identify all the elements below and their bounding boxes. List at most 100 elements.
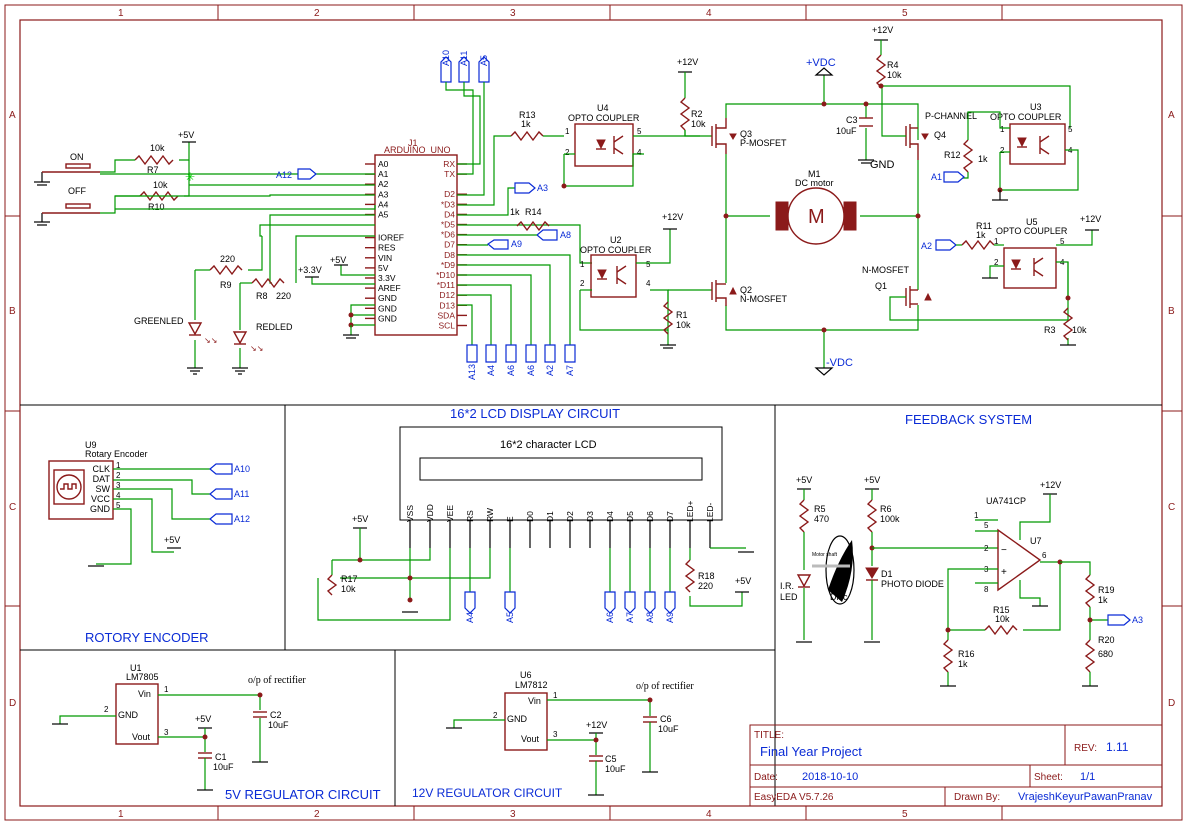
r11-value: 1k xyxy=(976,230,986,240)
net-a9-top: A9 xyxy=(486,239,522,250)
svg-text:U5: U5 xyxy=(1026,217,1038,227)
net-label-a12-top: A12 xyxy=(276,168,317,180)
svg-text:Vin: Vin xyxy=(528,696,541,706)
reg5-section-title: 5V REGULATOR CIRCUIT xyxy=(225,787,381,802)
junction xyxy=(561,183,567,189)
row-label: D xyxy=(1168,698,1175,709)
col-label: 1 xyxy=(118,809,124,820)
svg-text:680: 680 xyxy=(1098,649,1113,659)
r2-resistor xyxy=(679,97,691,131)
svg-text:4: 4 xyxy=(646,279,651,288)
svg-text:Q2: Q2 xyxy=(740,285,752,295)
svg-text:R20: R20 xyxy=(1098,635,1115,645)
svg-text:P-CHANNEL: P-CHANNEL xyxy=(925,111,977,121)
r14-ref: R14 xyxy=(525,207,542,217)
arduino-power-wires: +5V +3.3V xyxy=(298,255,375,339)
junction xyxy=(821,101,827,107)
net-labels-top: A10 A11 A5 xyxy=(440,50,490,83)
svg-text:U1: U1 xyxy=(130,663,142,673)
c3-capacitor: C3 10uF GND xyxy=(836,115,895,171)
gnd-symbols-left xyxy=(187,367,248,375)
arduino-pin-label: D7 xyxy=(444,240,455,250)
on-button: ON xyxy=(34,152,100,186)
r2-value: 10k xyxy=(691,119,706,129)
arduino-pin-label: D13 xyxy=(439,300,455,310)
plus5v-label: +5V xyxy=(178,130,194,140)
net-a3-top: A3 xyxy=(514,182,548,194)
svg-text:A8: A8 xyxy=(560,230,571,240)
r9-value: 220 xyxy=(220,254,235,264)
svg-text:M: M xyxy=(808,206,825,228)
junction xyxy=(407,597,413,603)
svg-text:2: 2 xyxy=(984,544,989,553)
arduino-pin-label: A1 xyxy=(378,169,389,179)
r1-ref: R1 xyxy=(676,310,688,320)
lcd-pin-label: D5 xyxy=(625,511,635,522)
lcd-pin-label: RS xyxy=(465,510,475,522)
lcd-pin-label: VEE xyxy=(445,505,455,522)
col-label: 3 xyxy=(510,8,516,19)
r7-ref: R7 xyxy=(147,165,159,175)
arduino-pin-label: A5 xyxy=(378,210,389,220)
arduino-pin-label: D2 xyxy=(444,189,455,199)
svg-text:8: 8 xyxy=(984,585,989,594)
button-wires xyxy=(100,141,376,284)
svg-text:10uF: 10uF xyxy=(605,764,626,774)
sheet-value: 1/1 xyxy=(1080,771,1095,783)
svg-text:Q1: Q1 xyxy=(875,281,887,291)
r7-value: 10k xyxy=(150,143,165,153)
r18-value: 220 xyxy=(698,581,713,591)
r13-ref: R13 xyxy=(519,110,536,120)
net-labels-bottom: A13 A4 A6 A6 A2 A7 xyxy=(466,344,576,380)
red-led: ↘↘ REDLED xyxy=(232,322,293,353)
svg-text:N-MOSFET: N-MOSFET xyxy=(862,265,909,275)
r17-pot xyxy=(326,574,338,596)
u2-opto: U2 OPTO COUPLER 12 54 xyxy=(580,235,652,298)
svg-text:1k: 1k xyxy=(958,659,968,669)
junction xyxy=(407,575,413,581)
rev-label: REV: xyxy=(1074,743,1097,754)
lcd-5v: +5V xyxy=(352,514,368,524)
lcd-pin-label: D0 xyxy=(525,511,535,522)
u2-wires xyxy=(579,229,712,345)
svg-text:A2: A2 xyxy=(545,365,555,376)
q1-gate-wire xyxy=(889,262,1069,321)
r10-ref: R10 xyxy=(148,202,165,212)
outer-frame xyxy=(4,4,1183,821)
sheet-label: Sheet: xyxy=(1034,772,1063,783)
arduino-left-pins: A0A1A2A3A4A5IOREFRESVIN5V3.3VAREFGNDGNDG… xyxy=(365,159,404,323)
date-value: 2018-10-10 xyxy=(802,771,858,783)
arduino-pin-label: 3.3V xyxy=(378,273,396,283)
u5-opto: U5 OPTO COUPLER 12 54 xyxy=(994,217,1068,289)
svg-text:1: 1 xyxy=(164,685,169,694)
r3-resistor xyxy=(1062,307,1074,341)
arduino-name: ARDUINO_UNO xyxy=(384,145,451,155)
svg-text:Q4: Q4 xyxy=(934,130,946,140)
svg-text:+: + xyxy=(1001,567,1007,578)
col-label: 1 xyxy=(118,8,124,19)
r12-resistor xyxy=(962,139,974,173)
encoder-pin-num: 2 xyxy=(116,471,121,480)
lcd-pin-label: E xyxy=(505,516,515,522)
r14-resistor xyxy=(516,220,550,232)
svg-text:C6: C6 xyxy=(660,714,672,724)
u4-opto: U4 OPTO COUPLER 12 54 xyxy=(565,103,642,167)
svg-text:GND: GND xyxy=(507,714,528,724)
svg-text:3: 3 xyxy=(164,728,169,737)
svg-text:N-MOSFET: N-MOSFET xyxy=(740,294,787,304)
svg-text:PHOTO DIODE: PHOTO DIODE xyxy=(881,579,944,589)
drawn-label: Drawn By: xyxy=(954,792,1000,803)
row-label: B xyxy=(1168,306,1175,317)
svg-text:A11: A11 xyxy=(459,51,469,66)
arduino-pin-label: GND xyxy=(378,293,397,303)
arduino-pin-label: RES xyxy=(378,243,396,253)
lcd-pin-label: D1 xyxy=(545,511,555,522)
col-label: 5 xyxy=(902,809,908,820)
plus12v-u5: +12V xyxy=(1080,214,1101,224)
arduino-uno: J1 ARDUINO_UNO A0A1A2A3A4A5IOREFRESVIN5V… xyxy=(365,138,467,336)
column-labels: 1 2 3 4 5 1 2 3 4 5 xyxy=(118,8,908,820)
lcd-pin-label: D7 xyxy=(665,511,675,522)
arduino-pin-label: RX xyxy=(443,159,455,169)
svg-text:R5: R5 xyxy=(814,504,826,514)
r14-label: 1k xyxy=(510,207,520,217)
